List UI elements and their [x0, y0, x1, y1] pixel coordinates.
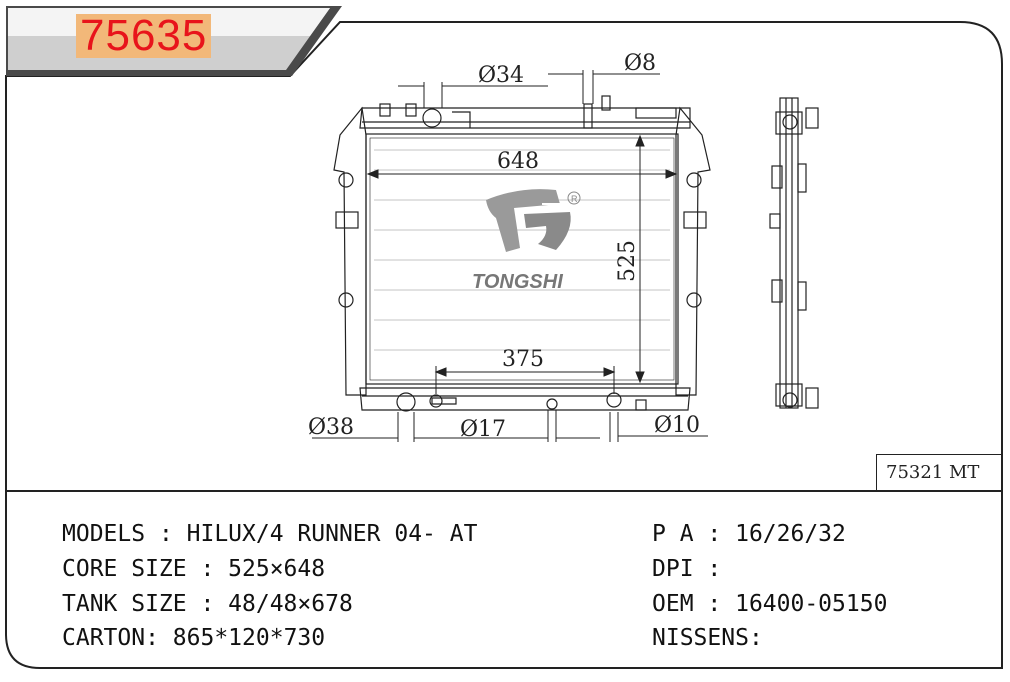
dpi-label: DPI — [652, 556, 694, 582]
tank-size-label: TANK SIZE — [62, 591, 187, 617]
top-tank — [359, 107, 691, 129]
carton-label: CARTON — [62, 625, 146, 651]
outlet-neck — [396, 392, 416, 412]
spec-dpi: DPI : — [652, 556, 736, 582]
left-lower-mount — [338, 292, 354, 308]
dim-drain-diameter: Ø10 — [654, 413, 700, 438]
oem-label: OEM — [652, 591, 694, 617]
carton-value: 865*120*730 — [172, 625, 326, 651]
right-lower-mount — [686, 292, 702, 308]
registered-mark: R — [571, 194, 578, 204]
radiator-side-view — [769, 97, 819, 409]
pa-value: 16/26/32 — [735, 521, 846, 547]
spec-models: MODELS : HILUX/4 RUNNER 04- AT — [62, 521, 478, 547]
oil-cooler-fitting — [431, 397, 457, 405]
left-side-clip — [335, 211, 359, 229]
core-size-label: CORE SIZE — [62, 556, 187, 582]
spec-tank-size: TANK SIZE : 48/48×678 — [62, 591, 353, 617]
nissens-label: NISSENS — [652, 625, 749, 651]
dim-outlet-spacing: 375 — [502, 347, 544, 372]
radiator-core — [365, 133, 679, 385]
dim-core-height: 525 — [615, 240, 640, 282]
dim-outlet-diameter: Ø38 — [308, 415, 354, 440]
part-number: 75635 — [76, 14, 212, 58]
tongshi-logo: R TONGSHI — [472, 189, 581, 293]
filler-cap — [583, 103, 593, 129]
spec-nissens: NISSENS: — [652, 625, 763, 651]
drain-plug — [546, 398, 558, 410]
models-value: HILUX/4 RUNNER 04- AT — [186, 521, 478, 547]
pa-label: P A — [652, 521, 694, 547]
models-label: MODELS — [62, 521, 146, 547]
right-side-clip — [683, 211, 707, 229]
core-size-value: 525×648 — [228, 556, 326, 582]
cross-reference: 75321 MT — [886, 462, 980, 483]
spec-pa: P A : 16/26/32 — [652, 521, 846, 547]
radiator-front-view — [333, 95, 711, 412]
right-upper-mount — [686, 172, 702, 188]
spec-core-size: CORE SIZE : 525×648 — [62, 556, 326, 582]
logo-brand-text: TONGSHI — [472, 271, 563, 293]
right-side-bracket — [675, 106, 711, 396]
sheet-frame — [5, 21, 1003, 669]
left-upper-mount — [338, 172, 354, 188]
dimension-lines — [312, 70, 708, 442]
tank-size-value: 48/48×678 — [228, 591, 353, 617]
inlet-neck — [422, 108, 442, 128]
dim-inlet-diameter: Ø34 — [478, 63, 524, 88]
bottom-tank — [359, 387, 691, 411]
spec-carton: CARTON: 865*120*730 — [62, 625, 326, 651]
dim-cap-diameter: Ø8 — [624, 51, 656, 76]
spec-oem: OEM : 16400-05150 — [652, 591, 888, 617]
dim-oil-cooler-diameter: Ø17 — [460, 417, 506, 442]
dim-core-width: 648 — [497, 149, 539, 174]
cross-reference-box — [876, 454, 1001, 491]
oem-value: 16400-05150 — [735, 591, 888, 617]
